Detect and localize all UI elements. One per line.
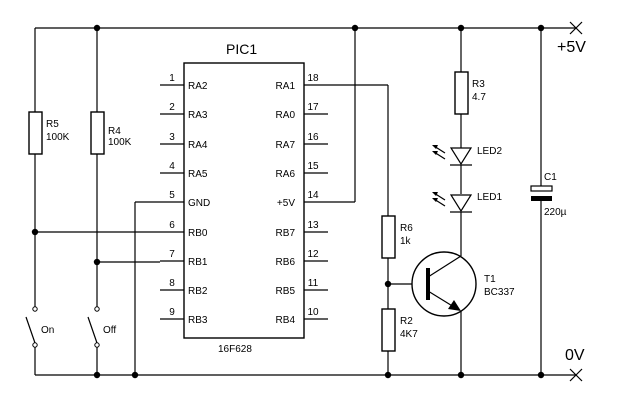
ic-pin-name: RB4 (276, 315, 296, 326)
ic-pin-name: RA3 (188, 110, 208, 121)
ic-pin-name: +5V (277, 198, 295, 209)
ic-pin-number: 8 (169, 278, 175, 289)
c1-ref: C1 (544, 172, 557, 183)
r5-ref: R5 (46, 119, 59, 130)
junction (384, 371, 392, 379)
led1-symbol (432, 192, 473, 213)
r5-value: 100K (46, 132, 70, 143)
junction (93, 371, 101, 379)
r3-ref: R3 (472, 79, 485, 90)
r4-ref: R4 (108, 126, 121, 137)
terminal-gnd (569, 368, 583, 382)
ic-pin-name: RA5 (188, 169, 208, 180)
ic-pin-name: GND (188, 198, 210, 209)
t1-ref: T1 (484, 274, 496, 285)
switch-on (25, 306, 38, 348)
switch-off-label: Off (103, 325, 116, 336)
ic-pin-number: 5 (169, 190, 175, 201)
ic-pic1 (183, 62, 305, 339)
resistor-r2 (381, 308, 396, 352)
terminal-vcc (569, 21, 583, 35)
ic-pin-number: 4 (169, 161, 175, 172)
ic-pin-name: RB5 (276, 286, 296, 297)
ic-pin-name: RB1 (188, 257, 208, 268)
ic-pin-name: RB2 (188, 286, 208, 297)
r2-ref: R2 (400, 316, 413, 327)
ic-pin-name: RB7 (276, 228, 296, 239)
t1-value: BC337 (484, 287, 515, 298)
ic-pin-name: RB3 (188, 315, 208, 326)
ic-pin-number: 17 (307, 102, 319, 113)
r3-value: 4.7 (472, 92, 486, 103)
ic-pin-name: RA4 (188, 140, 208, 151)
junction (93, 24, 101, 32)
capacitor-c1 (530, 185, 553, 201)
r6-value: 1k (400, 236, 412, 247)
ic-pin-name: RB0 (188, 228, 208, 239)
resistor-r4 (90, 111, 105, 155)
transistor-t1 (411, 251, 477, 317)
junction (351, 24, 359, 32)
led2-ref: LED2 (477, 146, 502, 157)
ic-pin-number: 9 (169, 307, 175, 318)
junction (131, 371, 139, 379)
ic-pin-number: 11 (308, 278, 319, 289)
ic-pin-number: 15 (307, 161, 319, 172)
ic-title: PIC1 (226, 41, 257, 57)
ic-pin-name: RA6 (276, 169, 296, 180)
switch-on-label: On (41, 325, 54, 336)
ic-pin-number: 18 (307, 73, 319, 84)
c1-value: 220µ (544, 207, 567, 218)
switch-off (87, 306, 100, 348)
ic-pin-number: 6 (169, 220, 175, 231)
junction (457, 24, 465, 32)
ic-pin-number: 12 (307, 249, 319, 260)
ic-pin-name: RA1 (276, 81, 296, 92)
resistor-r3 (454, 71, 469, 115)
r4-value: 100K (108, 137, 132, 148)
ic-pin-number: 7 (169, 249, 175, 260)
junction (457, 371, 465, 379)
led1-ref: LED1 (477, 192, 502, 203)
resistor-r6 (381, 215, 396, 259)
resistor-r5 (28, 111, 43, 155)
ic-pin-number: 14 (307, 190, 319, 201)
ic-pin-number: 16 (307, 132, 319, 143)
junction (537, 24, 545, 32)
r6-ref: R6 (400, 223, 413, 234)
ic-pin-number: 2 (169, 102, 175, 113)
ic-part-number: 16F628 (218, 344, 252, 355)
led2-symbol (432, 145, 473, 166)
ic-pin-number: 1 (169, 73, 175, 84)
junction (537, 371, 545, 379)
ic-pin-name: RA7 (276, 140, 296, 151)
ic-pin-number: 10 (307, 307, 319, 318)
ic-pin-name: RA0 (276, 110, 296, 121)
vcc-label: +5V (557, 39, 586, 56)
ic-pin-name: RB6 (276, 257, 296, 268)
ic-pin-number: 13 (307, 220, 319, 231)
ic-pin-name: RA2 (188, 81, 208, 92)
gnd-label: 0V (565, 347, 585, 364)
ic-pin-number: 3 (169, 132, 175, 143)
r2-value: 4K7 (400, 329, 418, 340)
